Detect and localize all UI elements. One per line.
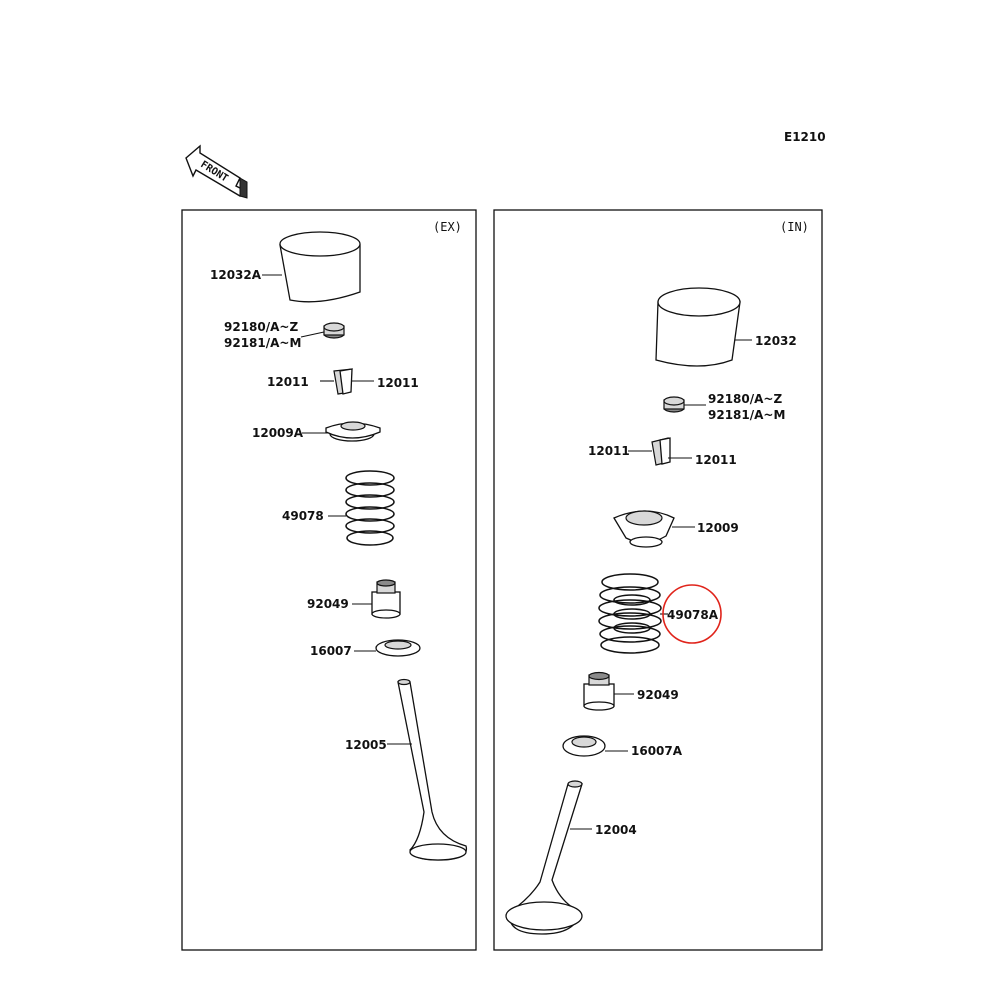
ex-shim-label-2: 92181/A~M: [224, 336, 301, 350]
ex-panel: (EX) 12032A 92180/A~Z 92181/A~M 12011 12…: [181, 209, 477, 951]
ex-spring-label: 49078: [282, 509, 324, 523]
ex-seat[interactable]: 16007: [310, 639, 421, 658]
ex-seat-label: 16007: [310, 644, 352, 658]
in-retainer[interactable]: 12009: [613, 510, 739, 548]
in-seal-label: 92049: [637, 688, 679, 702]
ex-panel-frame: [181, 209, 477, 951]
in-panel-frame: [493, 209, 823, 951]
ex-retainer[interactable]: 12009A: [252, 421, 381, 442]
in-retainer-label: 12009: [697, 521, 739, 535]
in-spring-label: 49078A: [667, 608, 719, 622]
in-seal[interactable]: 92049: [583, 671, 679, 711]
in-shim[interactable]: 92180/A~Z 92181/A~M: [663, 392, 785, 422]
ex-keeper-label-right: 12011: [377, 376, 419, 390]
in-valve-label: 12004: [595, 823, 637, 837]
ex-valve-label: 12005: [345, 738, 387, 752]
diagram-code: E1210: [784, 130, 826, 144]
ex-shim-label-1: 92180/A~Z: [224, 320, 298, 334]
in-shim-label-1: 92180/A~Z: [708, 392, 782, 406]
ex-keeper-label-left: 12011: [267, 375, 309, 389]
ex-valve[interactable]: 12005: [345, 678, 468, 861]
ex-tappet[interactable]: 12032A: [210, 231, 361, 303]
ex-seal-label: 92049: [307, 597, 349, 611]
ex-tappet-label: 12032A: [210, 268, 262, 282]
in-tappet-label: 12032: [755, 334, 797, 348]
ex-panel-tag: (EX): [433, 220, 462, 234]
in-spring[interactable]: 49078A: [598, 573, 719, 654]
ex-keepers[interactable]: 12011 12011: [267, 368, 419, 395]
ex-shim[interactable]: 92180/A~Z 92181/A~M: [224, 320, 345, 350]
in-tappet[interactable]: 12032: [655, 287, 797, 367]
in-panel-tag: (IN): [780, 220, 809, 234]
in-seat-label: 16007A: [631, 744, 683, 758]
front-arrow-icon: FRONT: [185, 144, 248, 199]
in-panel: (IN) 12032 92180/A~Z 92181/A~M 12011 120…: [493, 209, 823, 951]
ex-retainer-label: 12009A: [252, 426, 304, 440]
in-seat[interactable]: 16007A: [562, 735, 683, 758]
in-valve[interactable]: 12004: [505, 780, 637, 935]
highlight-circle: [662, 584, 722, 644]
in-shim-label-2: 92181/A~M: [708, 408, 785, 422]
in-keeper-label-right: 12011: [695, 453, 737, 467]
ex-spring[interactable]: 49078: [282, 470, 395, 546]
in-keepers[interactable]: 12011 12011: [588, 437, 737, 467]
ex-seal[interactable]: 92049: [307, 579, 401, 619]
in-keeper-label-left: 12011: [588, 444, 630, 458]
